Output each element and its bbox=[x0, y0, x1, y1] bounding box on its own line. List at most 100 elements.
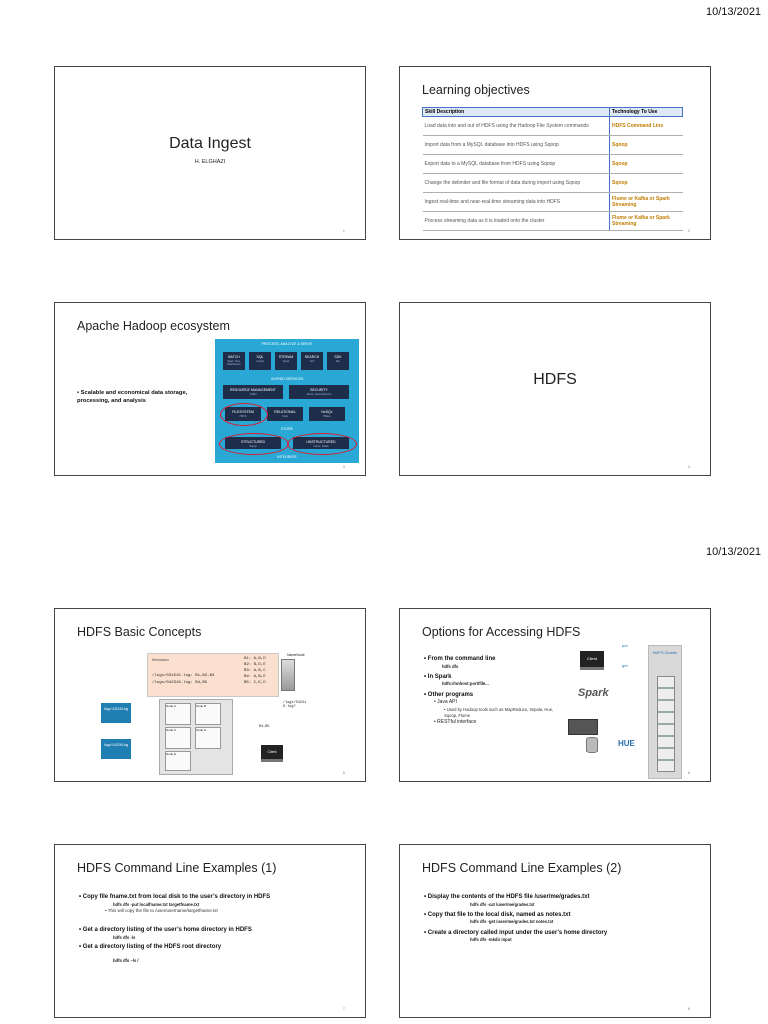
client-laptop-icon: Client bbox=[580, 651, 604, 670]
bullet-command: hdfs dfs -mkdir input bbox=[470, 937, 512, 943]
table-row: Export data to a MySQL database from HDF… bbox=[422, 154, 683, 174]
slide-learning-objectives: Learning objectives Skill Description Te… bbox=[399, 66, 711, 240]
bullet-item: • From the command line bbox=[424, 656, 496, 662]
box-sub: Kudu bbox=[282, 415, 288, 418]
block-map-line: B2: B,D,E bbox=[244, 663, 266, 667]
block-map-line: B1: A,B,D bbox=[244, 657, 266, 661]
sub-bullet-item: • Java API bbox=[434, 699, 457, 706]
box-label: SDK bbox=[334, 355, 342, 359]
slide-hadoop-ecosystem: Apache Hadoop ecosystem • Scalable and e… bbox=[54, 302, 366, 476]
box-label: STREAM bbox=[278, 355, 294, 359]
spark-logo: Spark bbox=[578, 687, 609, 699]
bullet-text: In Spark bbox=[427, 673, 452, 680]
box-sub: YARN bbox=[249, 393, 257, 396]
box-label: BATCH bbox=[228, 355, 240, 359]
highlight-ring-filesystem bbox=[220, 403, 268, 426]
datanode: Node D bbox=[195, 727, 221, 749]
bullet-command: hdfs dfs –ls / bbox=[113, 957, 139, 963]
slide-title: HDFS Basic Concepts bbox=[77, 625, 202, 639]
table-row: Load data into and out of HDFS using the… bbox=[422, 116, 683, 136]
table-cell: Import data from a MySQL database into H… bbox=[422, 135, 610, 155]
hdfs-cluster-panel: HDFS Cluster bbox=[648, 645, 682, 779]
slide-title: Apache Hadoop ecosystem bbox=[77, 319, 230, 333]
box-label: NoSQL bbox=[321, 410, 333, 414]
slide-title: Options for Accessing HDFS bbox=[422, 625, 581, 639]
metadata-line: /logs/031515.log: B1,B2,B3 bbox=[152, 674, 215, 678]
bullet-text: Other programs bbox=[427, 691, 474, 698]
box-label: RESOURCE MANAGEMENT bbox=[230, 388, 276, 392]
box-sub: Spark, Hive, MapReduce bbox=[227, 360, 241, 366]
bullet-command: hdfs dfs -cat /user/me/grades.txt bbox=[470, 901, 535, 907]
bullet-item: • Copy that file to the local disk, name… bbox=[424, 911, 571, 918]
node-label: Node B bbox=[196, 704, 207, 708]
slide-number: 2 bbox=[687, 228, 690, 233]
bullet-item: • In Spark bbox=[424, 673, 452, 680]
bullet-item: • Get a directory listing of the HDFS ro… bbox=[79, 944, 222, 951]
table-row: Ingest real-time and near-real-time stre… bbox=[422, 192, 683, 212]
bullet-text: Create a directory called input under th… bbox=[427, 929, 608, 936]
slide-number: 1 bbox=[342, 228, 345, 233]
hue-logo: HUE bbox=[618, 739, 635, 748]
table-cell: Sqoop bbox=[609, 154, 683, 174]
unified-band-label: UNIFIED SERVICES bbox=[270, 377, 304, 381]
table-header: Technology To Use bbox=[609, 107, 683, 117]
store-band-label: STORE bbox=[281, 427, 293, 431]
box-label: SQL bbox=[256, 355, 264, 359]
slide-number: 6 bbox=[687, 770, 690, 775]
bullet-command: hdfs dfs -get /user/me/grades.txt notes.… bbox=[470, 919, 554, 925]
slide-number: 5 bbox=[342, 770, 345, 775]
box-label: SECURITY bbox=[310, 388, 328, 392]
bullet-text: Used by Hadoop tools such as MapReduce, … bbox=[444, 706, 554, 718]
bullet-item: • Create a directory called input under … bbox=[424, 929, 608, 936]
datanode: Node C bbox=[165, 727, 191, 749]
table-cell: Flume or Kafka or Spark Streaming bbox=[609, 211, 683, 231]
bullet-item: • Display the contents of the HDFS file … bbox=[424, 894, 590, 900]
sub-bullet-item: • RESTful interface bbox=[434, 718, 477, 725]
bullet-command: hdfs://nnhost:port/file... bbox=[442, 681, 489, 687]
namenode-label: NameNode bbox=[287, 653, 305, 657]
table-row: Import data from a MySQL database into H… bbox=[422, 135, 683, 155]
node-label: Node C bbox=[166, 728, 177, 732]
slide-title: HDFS bbox=[533, 371, 577, 388]
bullet-text: Get a directory listing of the user’s ho… bbox=[82, 927, 252, 934]
node-label: Node E bbox=[166, 752, 177, 756]
metadata-label: Metadata bbox=[152, 657, 169, 662]
integrate-band-label: INTEGRATE bbox=[277, 455, 297, 459]
slide-hdfs: HDFS 4 bbox=[399, 302, 711, 476]
slide-number: 8 bbox=[687, 1006, 690, 1011]
table-cell: Sqoop bbox=[609, 135, 683, 155]
slide-data-ingest: Data Ingest H. ELGHAZI 1 bbox=[54, 66, 366, 240]
node-label: Node D bbox=[196, 728, 207, 732]
bullet-text: From the command line bbox=[427, 656, 496, 662]
box-label: RELATIONAL bbox=[274, 410, 296, 414]
datanode: Node E bbox=[165, 751, 191, 771]
file2-icon: /logs/ 042316.log bbox=[101, 739, 131, 759]
database-icon bbox=[586, 737, 598, 753]
bullet-command: hdfs dfs -put localfname.txt targetfname… bbox=[113, 901, 200, 907]
node-label: Node A bbox=[166, 704, 176, 708]
bullet-command: hdfs dfs bbox=[442, 663, 459, 669]
note-text: This will copy the file to /user/usernam… bbox=[107, 907, 218, 913]
page-date-mid: 10/13/2021 bbox=[706, 546, 762, 558]
client-label: Client bbox=[586, 656, 598, 661]
box-label: SEARCH bbox=[304, 355, 320, 359]
namenode-server-icon bbox=[281, 659, 295, 691]
metadata-line: /logs/042316.log: B4,B5 bbox=[152, 681, 208, 685]
server-rack-icon bbox=[657, 676, 675, 772]
box-sub: Sentry, RecordService bbox=[306, 393, 332, 396]
box-sub: Spark bbox=[282, 360, 290, 363]
cluster-label: HDFS Cluster bbox=[652, 650, 678, 655]
bullet-text: Get a directory listing of the HDFS root… bbox=[82, 944, 222, 951]
slide-number: 7 bbox=[342, 1006, 345, 1011]
table-cell: Load data into and out of HDFS using the… bbox=[422, 116, 610, 136]
objectives-table: Skill Description Technology To Use Load… bbox=[422, 107, 683, 231]
table-cell: Flume or Kafka or Spark Streaming bbox=[609, 192, 683, 212]
slide-number: 4 bbox=[687, 464, 690, 469]
